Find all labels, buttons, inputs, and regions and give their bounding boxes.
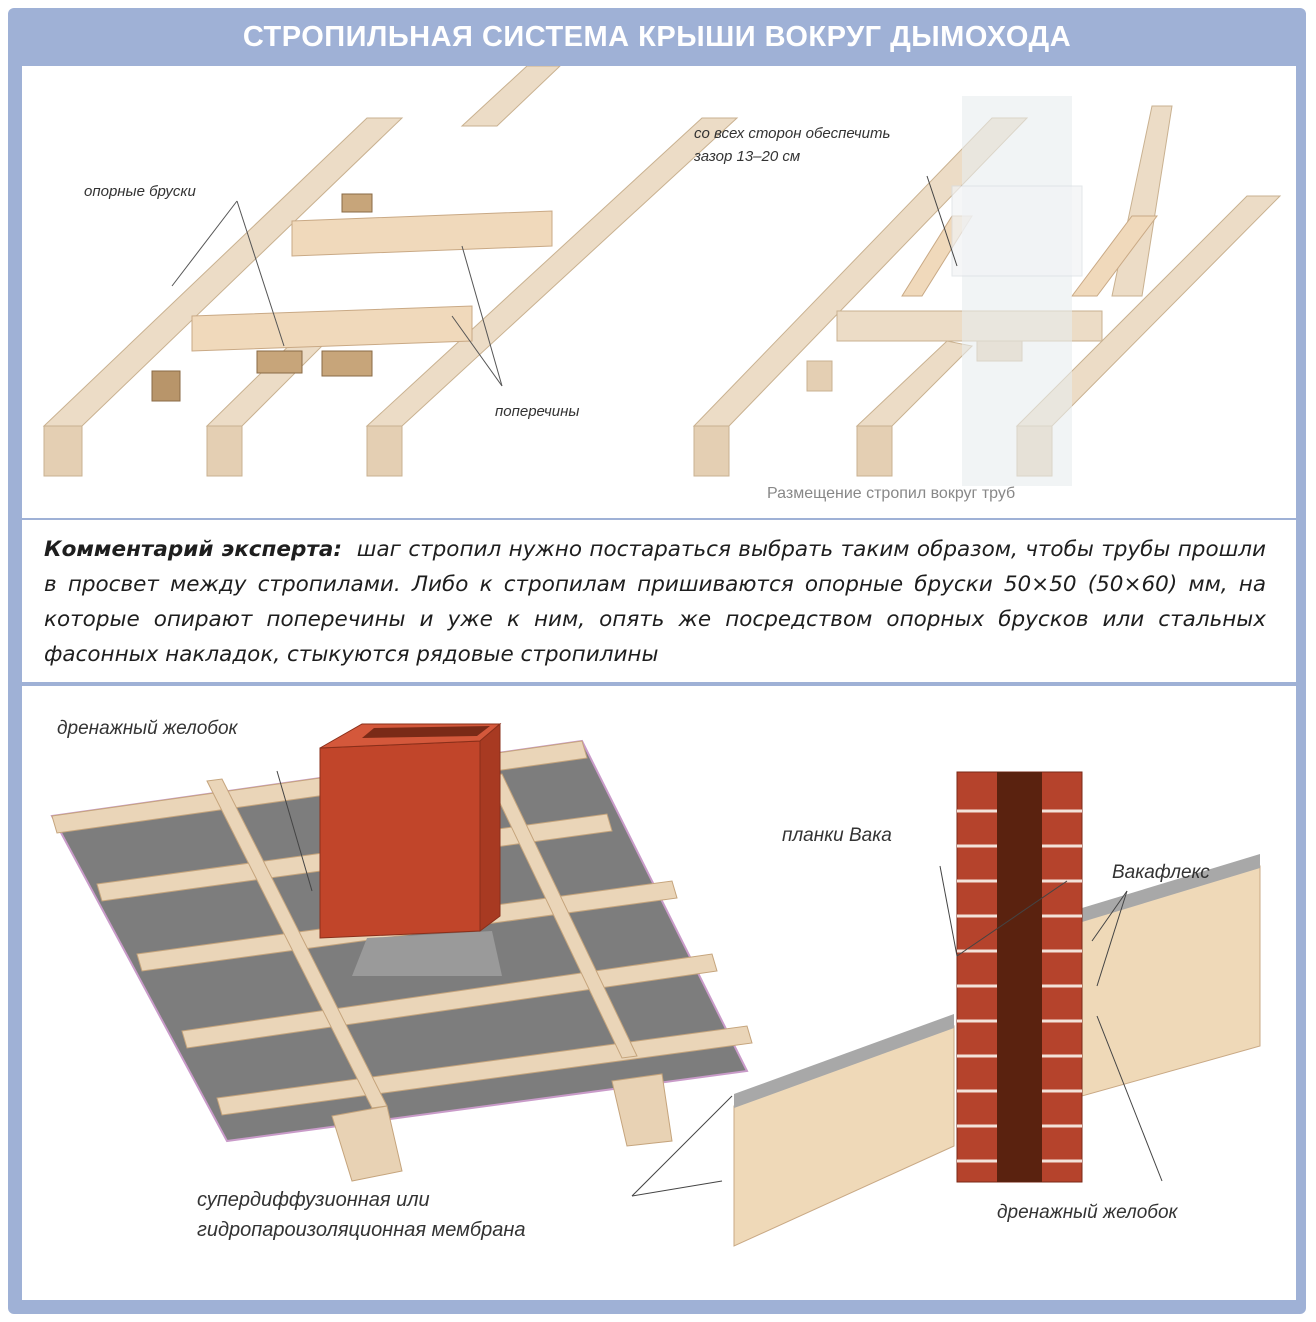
- page-title: СТРОПИЛЬНАЯ СИСТЕМА КРЫШИ ВОКРУГ ДЫМОХОД…: [242, 20, 1072, 53]
- label-gap-line1: со всех сторон обеспечить: [694, 125, 890, 142]
- chimney-section: планки Вака Вакафлекс дренажный желобок: [733, 771, 1261, 1247]
- label-crossbars: поперечины: [495, 403, 579, 420]
- label-drain-gutter-right: дренажный желобок: [997, 1202, 1179, 1223]
- label-drain-gutter-left: дренажный желобок: [57, 718, 239, 739]
- comment-lead: Комментарий эксперта:: [44, 537, 342, 562]
- label-membrane-line2: гидропароизоляционная мембрана: [197, 1219, 526, 1241]
- top-illustration-panel: опорные бруски поперечины со всех сторон…: [22, 66, 1296, 518]
- expert-comment: Комментарий эксперта: шаг стропил нужно …: [44, 532, 1266, 672]
- expert-comment-panel: Комментарий эксперта: шаг стропил нужно …: [22, 520, 1296, 682]
- chimney-diagrams: дренажный желобок супердиффузионная или …: [50, 718, 1261, 1247]
- bottom-illustration-panel: дренажный желобок супердиффузионная или …: [22, 686, 1296, 1300]
- label-vaka-strips: планки Вака: [782, 825, 892, 846]
- caption-rafters-placement: Размещение стропил вокруг труб: [767, 485, 1015, 502]
- roof-with-chimney: дренажный желобок супердиффузионная или …: [50, 718, 753, 1241]
- rafter-diagrams: опорные бруски поперечины со всех сторон…: [42, 66, 1282, 502]
- comment-text: шаг стропил нужно постараться выбрать та…: [44, 537, 1266, 667]
- label-membrane-line1: супердиффузионная или: [197, 1189, 430, 1211]
- label-gap-line2: зазор 13–20 см: [693, 148, 800, 165]
- label-vakaflex: Вакафлекс: [1112, 862, 1210, 883]
- left-rafters: опорные бруски поперечины: [42, 66, 739, 477]
- right-rafters: со всех сторон обеспечить зазор 13–20 см…: [692, 96, 1282, 502]
- label-support-bars: опорные бруски: [84, 183, 196, 200]
